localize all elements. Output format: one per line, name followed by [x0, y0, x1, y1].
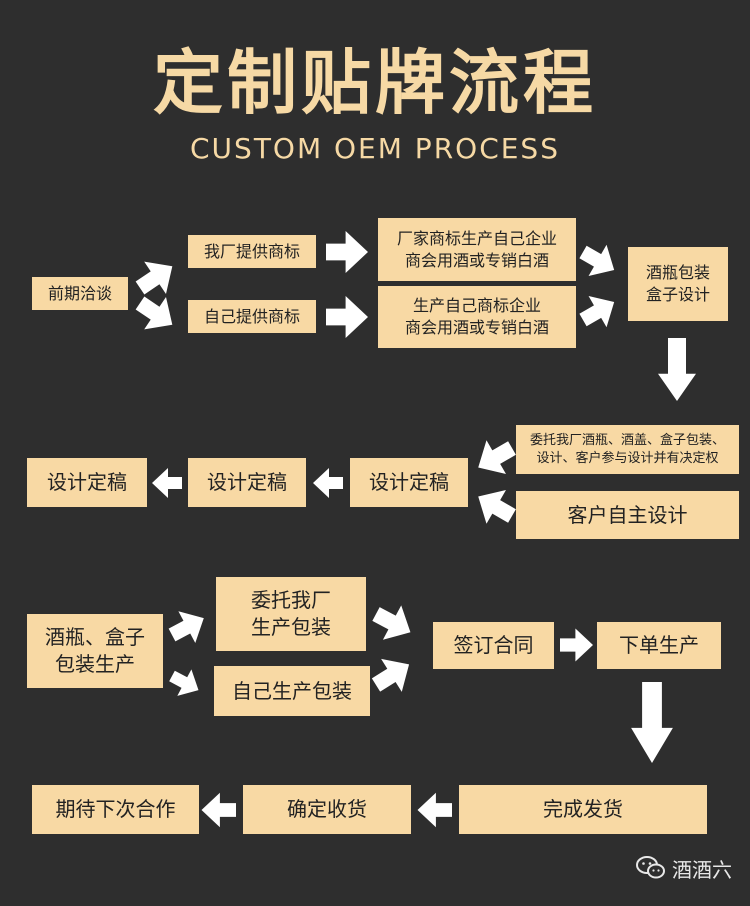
step-final-design-2: 设计定稿	[188, 458, 306, 507]
arrow-final2-to-final1	[152, 468, 182, 498]
arrow-design-down	[658, 338, 696, 401]
arrow-talk-to-factory	[129, 250, 184, 305]
step-entrust-line2: 设计、客户参与设计并有决定权	[536, 450, 719, 466]
brand-mark: 酒酒六	[636, 848, 732, 888]
step-entrust-line1: 委托我厂酒瓶、酒盖、盒子包装、	[529, 432, 725, 448]
step-final-design-1: 设计定稿	[27, 458, 147, 507]
step-factory-result-line2: 商会用酒或专销白酒	[404, 250, 549, 270]
step-own-result: 生产自己商标企业 商会用酒或专销白酒	[378, 286, 576, 348]
step-self-design: 客户自主设计	[516, 491, 739, 539]
arrow-final3-to-final2	[313, 468, 343, 498]
step-entrust-packaging: 委托我厂 生产包装	[216, 577, 366, 651]
step-own-result-line1: 生产自己商标企业	[412, 296, 541, 316]
step-order-production: 下单生产	[597, 622, 721, 669]
arrow-own-result-to-design	[574, 286, 624, 336]
arrow-production-to-entrust	[163, 602, 213, 651]
arrow-production-to-self	[164, 662, 206, 704]
step-initial-talk: 前期洽谈	[32, 277, 128, 310]
page-subtitle: CUSTOM OEM PROCESS	[190, 132, 560, 165]
step-final-design-3: 设计定稿	[350, 458, 468, 507]
step-self-packaging: 自己生产包装	[214, 666, 370, 716]
arrow-entrust-to-final	[468, 431, 522, 485]
step-factory-result: 厂家商标生产自己企业 商会用酒或专销白酒	[378, 218, 576, 281]
arrow-self-to-contract	[365, 647, 420, 702]
step-packaging-production: 酒瓶、盒子 包装生产	[27, 614, 163, 688]
arrow-factory-to-result	[326, 231, 368, 273]
step-design-line2: 盒子设计	[645, 285, 710, 304]
wechat-icon	[636, 856, 665, 879]
step-entrust-design: 委托我厂酒瓶、酒盖、盒子包装、 设计、客户参与设计并有决定权	[516, 425, 739, 474]
arrow-factory-result-to-design	[574, 236, 624, 286]
step-entrust-pack-line2: 生产包装	[251, 615, 331, 639]
arrow-talk-to-own	[129, 286, 184, 341]
arrow-own-to-result	[326, 296, 368, 338]
step-production-line1: 酒瓶、盒子	[45, 625, 145, 649]
step-factory-logo: 我厂提供商标	[188, 235, 316, 268]
step-complete-shipping: 完成发货	[459, 785, 707, 834]
step-design-line1: 酒瓶包装	[645, 263, 710, 283]
arrow-self-to-final	[468, 479, 522, 533]
step-entrust-pack-line1: 委托我厂	[251, 588, 331, 612]
step-own-logo: 自己提供商标	[188, 300, 316, 333]
arrow-receive-to-next	[201, 792, 236, 828]
brand-name: 酒酒六	[672, 857, 732, 882]
step-production-line2: 包装生产	[55, 652, 135, 676]
step-next-cooperation: 期待下次合作	[32, 785, 199, 834]
step-sign-contract: 签订合同	[433, 622, 554, 669]
step-confirm-receipt: 确定收货	[243, 785, 411, 834]
step-bottle-box-design: 酒瓶包装 盒子设计	[628, 247, 728, 321]
arrow-contract-to-order	[560, 628, 593, 662]
arrow-order-down	[631, 682, 673, 763]
step-factory-result-line1: 厂家商标生产自己企业	[396, 228, 557, 248]
arrow-entrust-to-contract	[366, 596, 420, 650]
step-own-result-line2: 商会用酒或专销白酒	[404, 318, 549, 337]
page-title: 定制贴牌流程	[153, 42, 597, 124]
arrow-ship-to-receive	[417, 792, 452, 828]
